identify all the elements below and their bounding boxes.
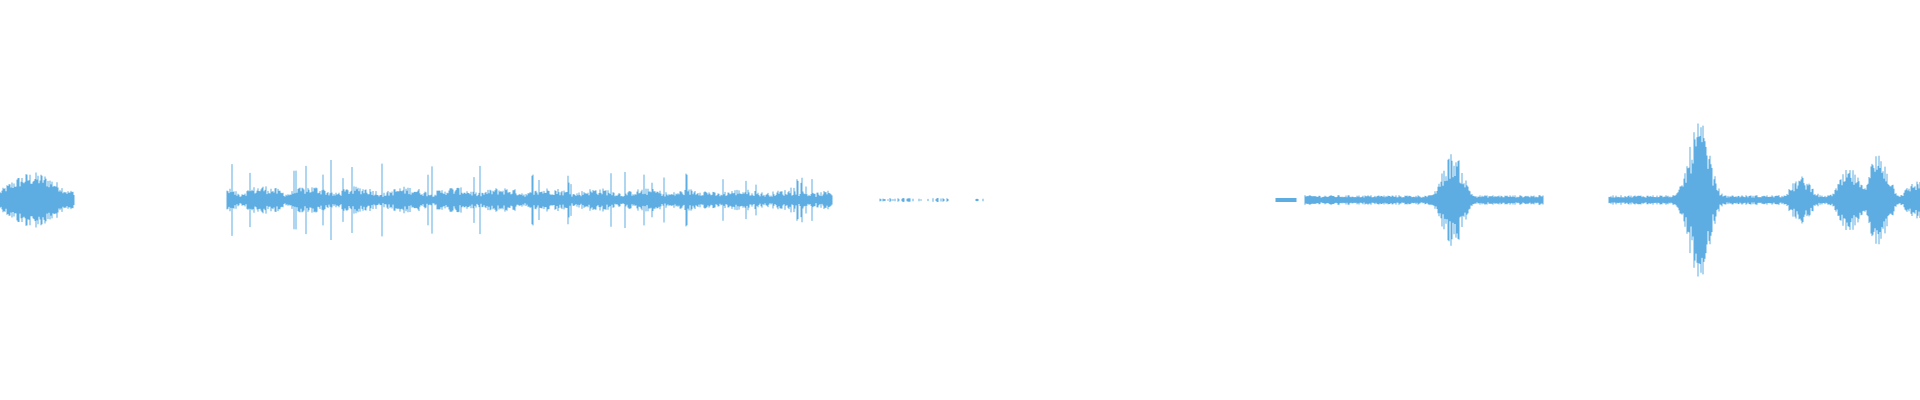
- waveform-segment: [1275, 198, 1297, 202]
- waveform-segment: [975, 198, 984, 202]
- waveform: [0, 123, 1920, 277]
- waveform-segment: [226, 160, 833, 240]
- waveform-segment: [0, 172, 75, 228]
- waveform-segment: [1304, 154, 1544, 246]
- waveform-segment: [879, 198, 949, 202]
- waveform-segment: [1608, 123, 1920, 277]
